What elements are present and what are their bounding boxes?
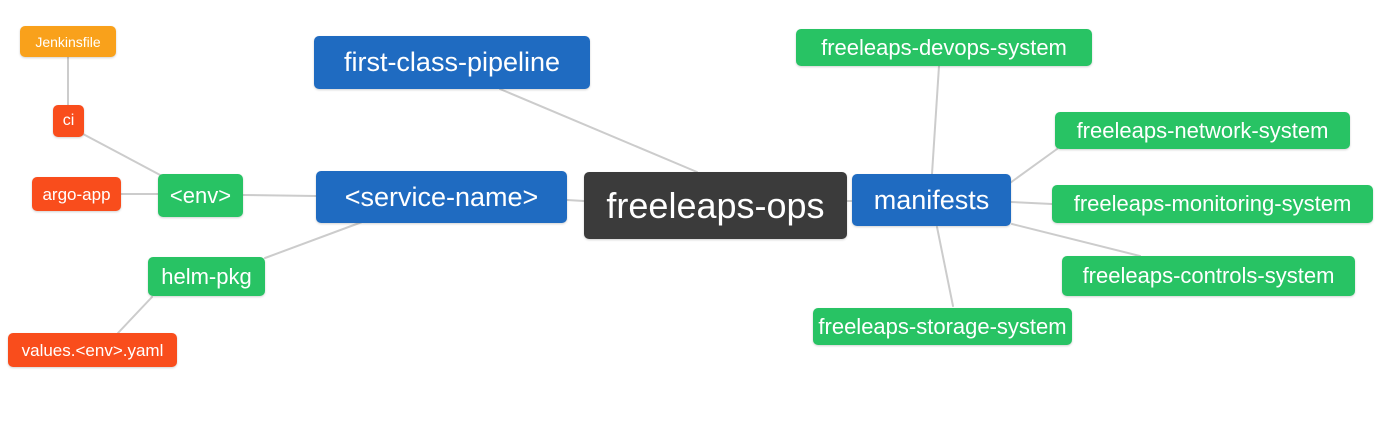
mindmap-node-freeleaps-storage-system[interactable]: freeleaps-storage-system (813, 308, 1072, 345)
mindmap-node-ci[interactable]: ci (53, 105, 84, 137)
edge-manifests-to-freeleaps-storage-system (936, 226, 954, 307)
node-label: <service-name> (344, 181, 539, 212)
edge-manifests-to-freeleaps-controls-system (1011, 223, 1141, 257)
node-label: first-class-pipeline (343, 47, 561, 77)
node-label: ci (62, 112, 75, 129)
mindmap-node-values-env-yaml[interactable]: values.<env>.yaml (8, 333, 177, 367)
edge-env-to-service-name (242, 194, 317, 197)
mindmap-node-env[interactable]: <env> (158, 174, 243, 217)
edge-values-env-yaml-to-helm-pkg (117, 296, 153, 334)
node-label: freeleaps-monitoring-system (1073, 191, 1352, 216)
mindmap-node-helm-pkg[interactable]: helm-pkg (148, 257, 265, 296)
node-label: <env> (169, 182, 232, 208)
node-label: values.<env>.yaml (21, 340, 164, 360)
node-label: freeleaps-controls-system (1082, 263, 1335, 288)
node-label: argo-app (42, 184, 111, 204)
mindmap-node-freeleaps-devops-system[interactable]: freeleaps-devops-system (796, 29, 1092, 66)
edge-service-name-to-freeleaps-ops (566, 199, 585, 202)
edge-first-class-pipeline-to-freeleaps-ops (499, 88, 698, 173)
node-label: manifests (873, 184, 990, 215)
mindmap-node-freeleaps-network-system[interactable]: freeleaps-network-system (1055, 112, 1350, 149)
mindmap-node-argo-app[interactable]: argo-app (32, 177, 121, 211)
mindmap-node-first-class-pipeline[interactable]: first-class-pipeline (314, 36, 590, 89)
node-label: Jenkinsfile (35, 33, 101, 50)
mindmap-node-jenkinsfile[interactable]: Jenkinsfile (20, 26, 116, 57)
edge-manifests-to-freeleaps-devops-system (931, 65, 940, 175)
edge-manifests-to-freeleaps-monitoring-system (1010, 201, 1053, 205)
edge-helm-pkg-to-service-name (264, 221, 363, 259)
node-label: helm-pkg (161, 263, 252, 289)
mindmap-node-service-name[interactable]: <service-name> (316, 171, 567, 223)
edge-ci-to-env (82, 133, 163, 177)
node-label: freeleaps-devops-system (821, 34, 1067, 60)
mindmap-node-manifests[interactable]: manifests (852, 174, 1011, 226)
node-label: freeleaps-network-system (1076, 117, 1329, 143)
node-label: freeleaps-storage-system (818, 313, 1067, 339)
node-label: freeleaps-ops (606, 184, 825, 226)
mindmap-node-freeleaps-monitoring-system[interactable]: freeleaps-monitoring-system (1052, 185, 1373, 223)
mindmap-node-freeleaps-controls-system[interactable]: freeleaps-controls-system (1062, 256, 1355, 296)
mindmap-node-freeleaps-ops[interactable]: freeleaps-ops (584, 172, 847, 239)
edge-manifests-to-freeleaps-network-system (1009, 148, 1058, 184)
